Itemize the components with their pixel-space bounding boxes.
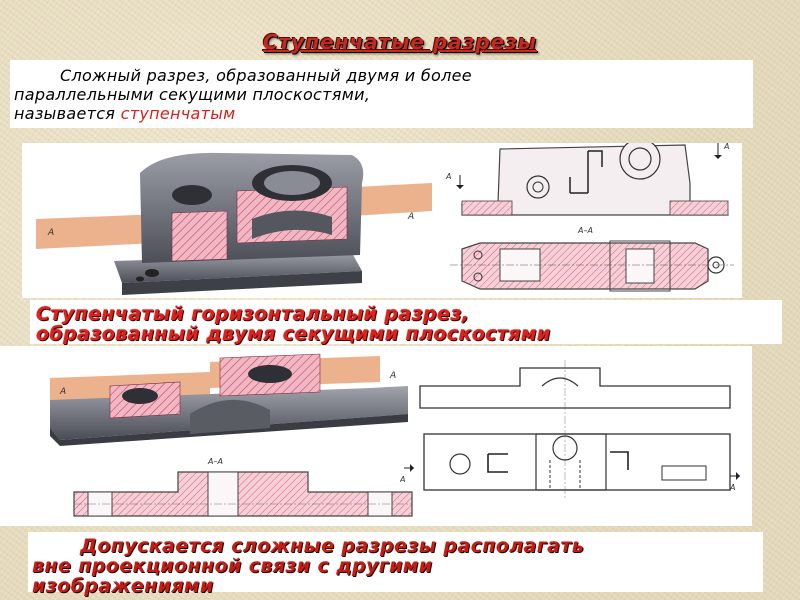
caption-2-line-1: Допускается сложные разрезы располагать: [80, 535, 585, 557]
plane-label-a-lower-left: А: [59, 387, 66, 397]
page-title: Ступенчатые разрезы: [263, 30, 537, 54]
orthographic-views-lower: А А: [400, 360, 740, 500]
section-face-left: [171, 210, 228, 262]
definition-line-2: параллельными секущими плоскостями,: [14, 85, 371, 104]
top-view-lower: [423, 433, 731, 491]
caption-2-box: [28, 532, 763, 592]
caption-1: Ступенчатый горизонтальный разрез, образ…: [36, 304, 776, 344]
plane-label-a-front-left: А: [445, 172, 451, 181]
definition-text: Сложный разрез, образованный двумя и бол…: [14, 66, 749, 123]
caption-2: Допускается сложные разрезы располагать …: [32, 536, 762, 596]
section-view-upper: [461, 242, 709, 290]
plane-label-a-left: А: [47, 228, 54, 238]
definition-box: [10, 60, 753, 128]
caption-2-line-2: вне проекционной связи с другими: [32, 555, 433, 577]
bore-left: [172, 185, 212, 205]
plane-label-a-lower-right: А: [389, 371, 396, 381]
plane-label-a-right: А: [407, 212, 414, 222]
caption-1-line-1: Ступенчатый горизонтальный разрез,: [36, 303, 470, 325]
plane-label-a-lower-view-right: А: [729, 483, 735, 492]
front-view-lower: [419, 367, 731, 409]
stepped-section-3d-illustration: А А: [36, 152, 432, 295]
caption-1-box: [30, 300, 782, 344]
definition-line-3: называется ступенчатым: [14, 104, 749, 123]
small-hole: [145, 269, 159, 277]
caption-1-line-2: образованный двумя секущими плоскостями: [36, 323, 551, 345]
section-label-aa-lower: А–А: [207, 457, 223, 466]
stepped-section-3d-illustration-lower: А А: [50, 353, 408, 446]
plane-label-a-front-right: А: [723, 143, 729, 151]
definition-line-3-prefix: называется: [14, 104, 121, 123]
caption-2-line-3: изображениями: [32, 575, 214, 597]
definition-term: ступенчатым: [120, 104, 236, 123]
orthographic-views-upper: А А А–А: [445, 143, 734, 292]
definition-line-1: Сложный разрез, образованный двумя и бол…: [60, 66, 472, 85]
section-view-lower: А–А: [73, 457, 413, 517]
boss-outer-circle: [619, 143, 661, 180]
plane-label-a-lower-view-left: А: [400, 475, 405, 484]
section-label-aa-upper: А–А: [577, 226, 593, 235]
